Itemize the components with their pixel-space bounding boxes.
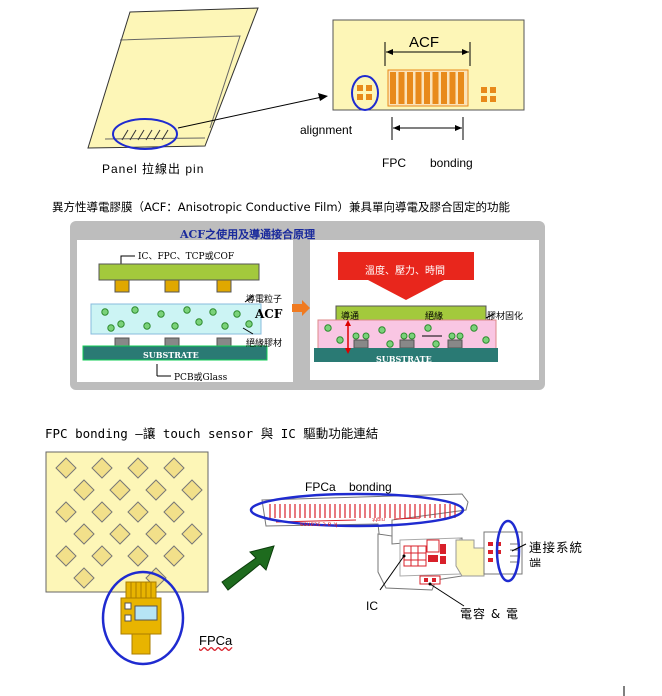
svg-text:ʇɥɓıu: ʇɥɓıu bbox=[372, 517, 385, 523]
ic-fpc-label: IC、FPC、TCP或COF bbox=[138, 252, 235, 262]
connect-system-label: 連接系統 bbox=[529, 540, 584, 555]
pressure-label: 溫度、壓力、時間 bbox=[365, 266, 445, 277]
alignment-marks-left bbox=[357, 85, 372, 100]
ic-chip bbox=[403, 545, 427, 567]
green-arrow bbox=[221, 545, 275, 591]
particle-label: 導電粒子 bbox=[246, 295, 283, 305]
fpc-label: FPC bbox=[382, 156, 406, 170]
sensor-diamonds bbox=[55, 457, 203, 589]
panel-caption: Panel 拉線出 pin bbox=[102, 162, 205, 176]
pcb-glass-label: PCB或Glass bbox=[174, 373, 228, 383]
alignment-marks-right bbox=[481, 87, 496, 102]
alignment-circle bbox=[351, 75, 379, 111]
before-bonding-graphic bbox=[82, 255, 268, 377]
bonding-circle bbox=[249, 492, 465, 528]
conduct-label: 導通 bbox=[341, 312, 360, 322]
fpc-bonding-figure: ɐsuɐɔs ɔ ɐ ʞ ʇɥɓıu bbox=[45, 451, 625, 696]
connector-circle bbox=[495, 519, 521, 583]
fpca-label: FPCa bbox=[199, 633, 233, 648]
zoom-arrow bbox=[177, 96, 323, 129]
acf-description: 異方性導電膠膜（ACF：Anisotropic Conductive Film）… bbox=[52, 200, 511, 214]
bonding-pad-lines bbox=[269, 504, 456, 518]
alignment-label: alignment bbox=[300, 123, 353, 137]
pressure-arrow bbox=[338, 252, 474, 300]
bonding-pads bbox=[390, 72, 464, 104]
connect-system-label-cont: 端 bbox=[529, 557, 542, 567]
acf-label: ACF bbox=[409, 34, 439, 51]
cure-label: 膠材固化 bbox=[487, 312, 524, 322]
after-bonding-graphic bbox=[314, 252, 498, 362]
figure2-title: ACF之使用及導通接合原理 bbox=[180, 228, 316, 241]
panel-diagram bbox=[87, 7, 525, 150]
process-arrow bbox=[292, 300, 310, 316]
capacitor-label: 電容 & 電 bbox=[460, 607, 519, 621]
fpca-circle bbox=[101, 570, 185, 666]
fpca-bonding-label: FPCa bonding bbox=[305, 480, 392, 494]
pin-highlight-circle bbox=[112, 118, 178, 150]
fpc-heading: FPC bonding –讓 touch sensor 與 IC 驅動功能連結 bbox=[45, 426, 379, 441]
ic-label: IC bbox=[366, 599, 378, 613]
insulate-label: 絕緣 bbox=[425, 312, 444, 322]
substrate-right: SUBSTRATE bbox=[376, 354, 432, 364]
insulating-label: 絕緣膠材 bbox=[246, 339, 283, 349]
panel-shape bbox=[87, 7, 259, 149]
substrate-left: SUBSTRATE bbox=[143, 350, 199, 360]
svg-text:ɐsuɐɔs ɔ ɐ ʞ: ɐsuɐɔs ɔ ɐ ʞ bbox=[300, 521, 337, 528]
touch-sensor bbox=[45, 451, 209, 593]
bonding-label: bonding bbox=[430, 156, 473, 170]
acf-tag: ACF bbox=[255, 307, 283, 321]
